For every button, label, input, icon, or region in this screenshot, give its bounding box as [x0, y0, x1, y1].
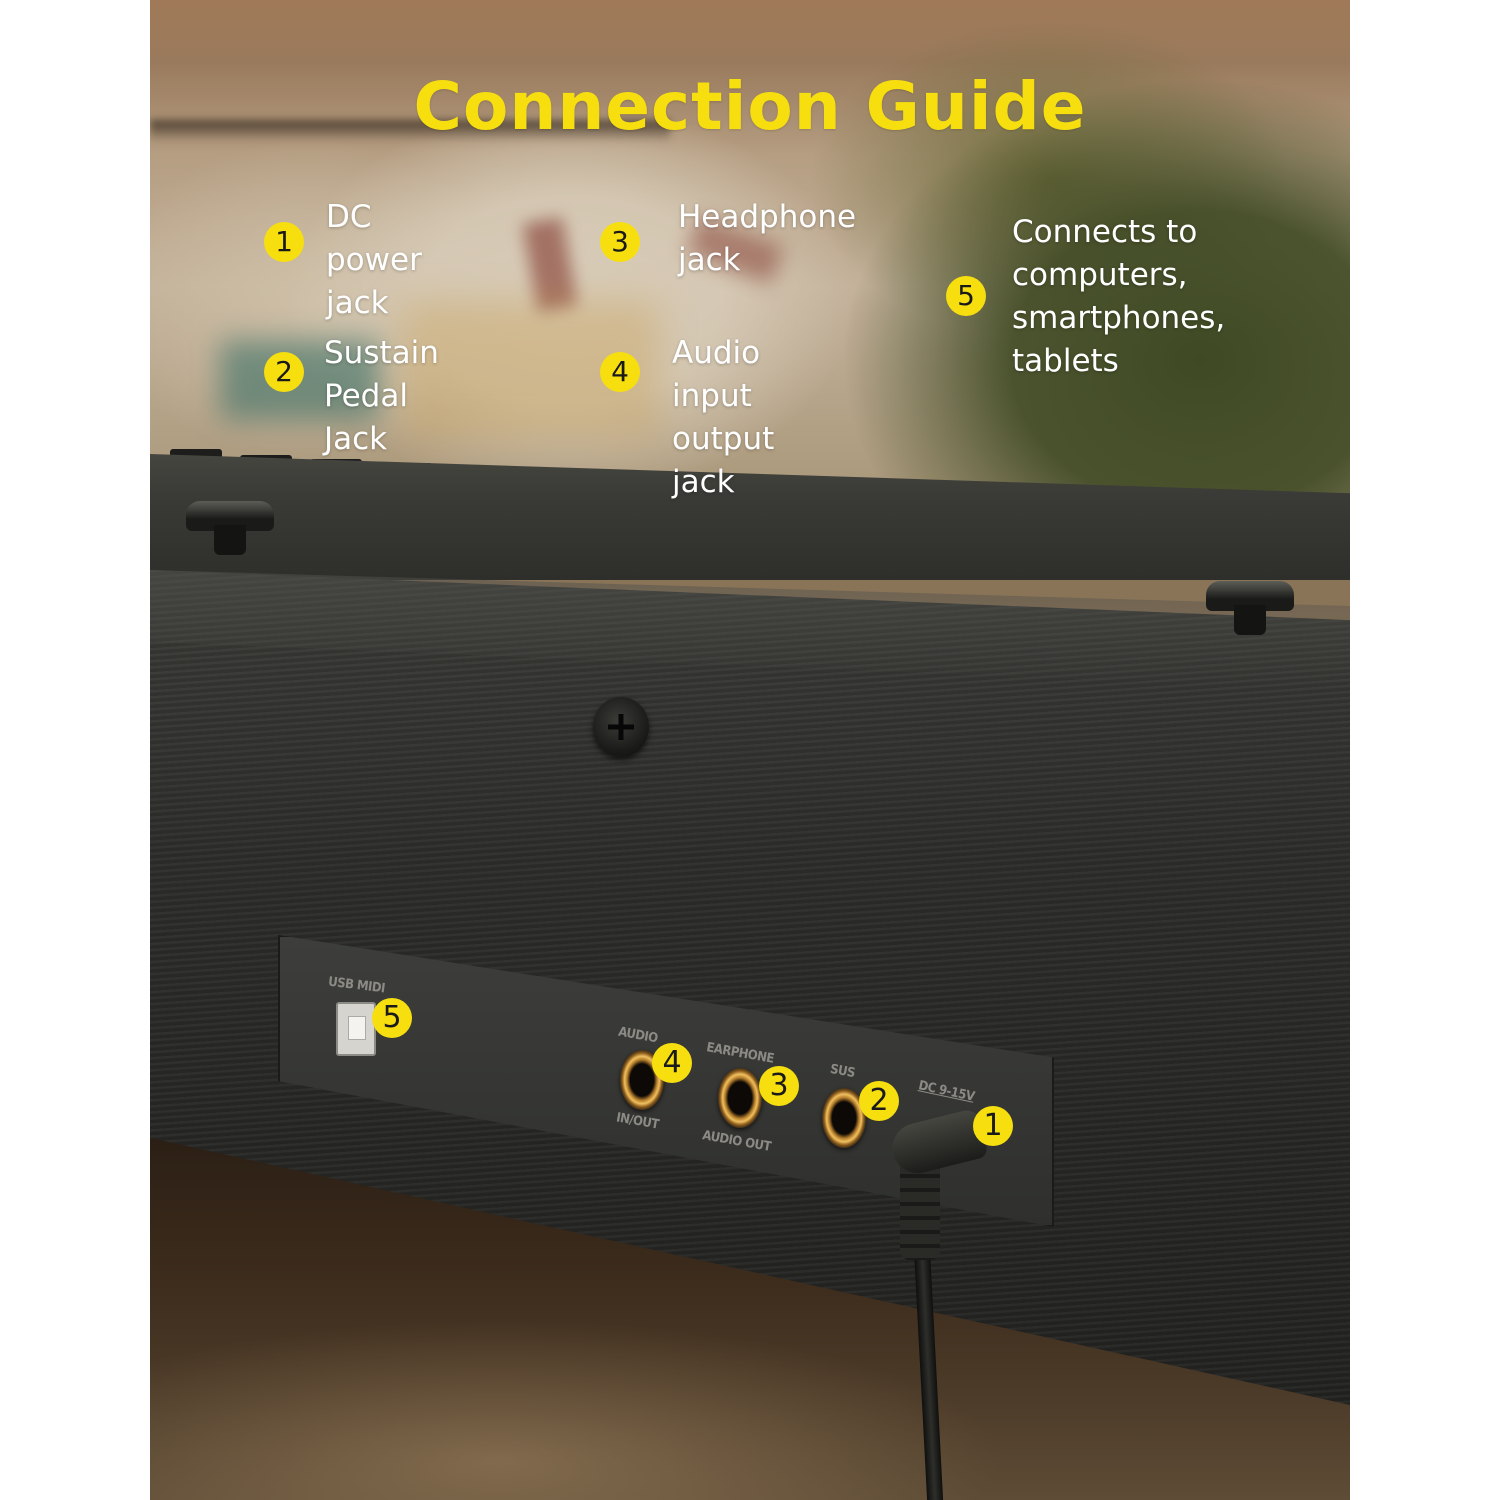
port-badge-5: 5 [372, 998, 412, 1038]
page-title: Connection Guide [413, 68, 1087, 145]
product-photo: USB MIDI AUDIO IN/OUT EARPHONE AUDIO OUT… [150, 0, 1350, 1500]
number-badge: 5 [946, 276, 986, 316]
legend-label: Connects to computers, smartphones, tabl… [1012, 214, 1226, 379]
music-rest-knob-left [180, 495, 280, 555]
port-badge-3: 3 [759, 1066, 799, 1106]
legend-label: Headphone jack [678, 199, 857, 278]
legend-label: DC power jack [326, 199, 422, 321]
blurred-room-background [150, 0, 1350, 520]
port-badge-4: 4 [652, 1043, 692, 1083]
number-badge: 1 [264, 222, 304, 262]
background-shelf [150, 120, 670, 142]
number-badge: 2 [264, 352, 304, 392]
music-rest-knob-right [1200, 575, 1300, 635]
number-badge: 3 [600, 222, 640, 262]
port-badge-2: 2 [859, 1081, 899, 1121]
earphone-jack[interactable] [718, 1068, 762, 1128]
legend-label: Audio input output jack [672, 335, 775, 500]
usb-midi-port[interactable] [336, 1002, 376, 1056]
screw-icon [593, 697, 649, 757]
port-badge-1: 1 [973, 1106, 1013, 1146]
sustain-pedal-jack[interactable] [822, 1088, 866, 1148]
legend-label: Sustain Pedal Jack [324, 335, 439, 457]
number-badge: 4 [600, 352, 640, 392]
